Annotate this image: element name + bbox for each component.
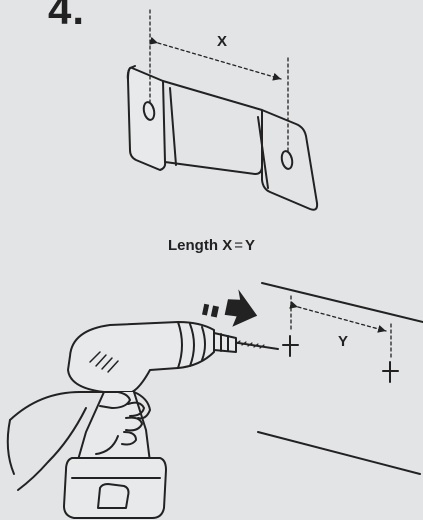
dimension-y-label: Y bbox=[338, 333, 348, 350]
caption-prefix: Length bbox=[168, 237, 219, 254]
dimension-x-label: X bbox=[217, 33, 227, 50]
caption-left: X bbox=[222, 237, 233, 254]
direction-arrow-icon bbox=[202, 289, 258, 327]
drill-icon bbox=[63, 321, 279, 519]
mark-cross-icon bbox=[282, 335, 399, 383]
dimension-x-markers bbox=[149, 9, 289, 153]
step-number: 4. bbox=[48, 0, 86, 33]
length-caption: Length X=Y bbox=[0, 237, 423, 254]
caption-right: Y bbox=[244, 237, 255, 254]
wall-lines bbox=[257, 282, 423, 475]
hand-icon bbox=[6, 391, 145, 491]
dimension-y-markers bbox=[289, 295, 392, 359]
mounting-bracket-icon bbox=[126, 65, 319, 211]
caption-equals: = bbox=[234, 237, 243, 254]
